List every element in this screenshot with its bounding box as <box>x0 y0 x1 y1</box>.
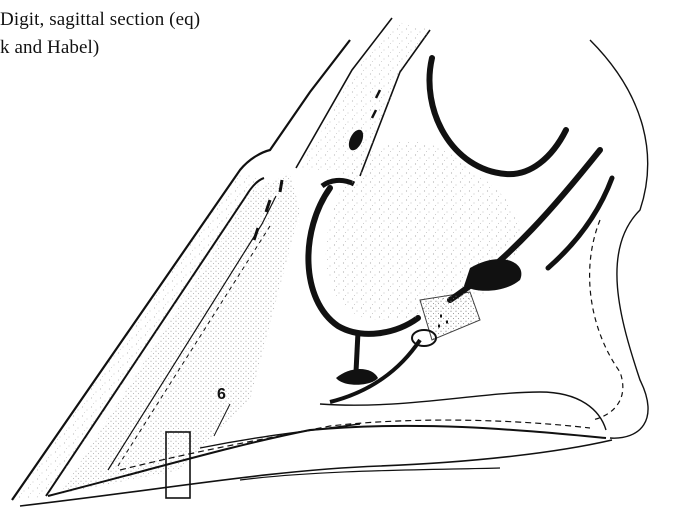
pedal-stem <box>356 332 358 372</box>
heel-outline <box>590 40 648 438</box>
marker-label: 6 <box>217 386 226 404</box>
dermis-layer <box>60 174 300 494</box>
flexor-tendon-2 <box>548 178 612 268</box>
deep-flexor <box>330 340 420 402</box>
bone-body <box>326 141 521 320</box>
navicular-area <box>420 292 480 340</box>
heel-dashed <box>590 220 623 420</box>
cushion-outline <box>320 392 606 430</box>
pedal-foot <box>336 369 378 385</box>
